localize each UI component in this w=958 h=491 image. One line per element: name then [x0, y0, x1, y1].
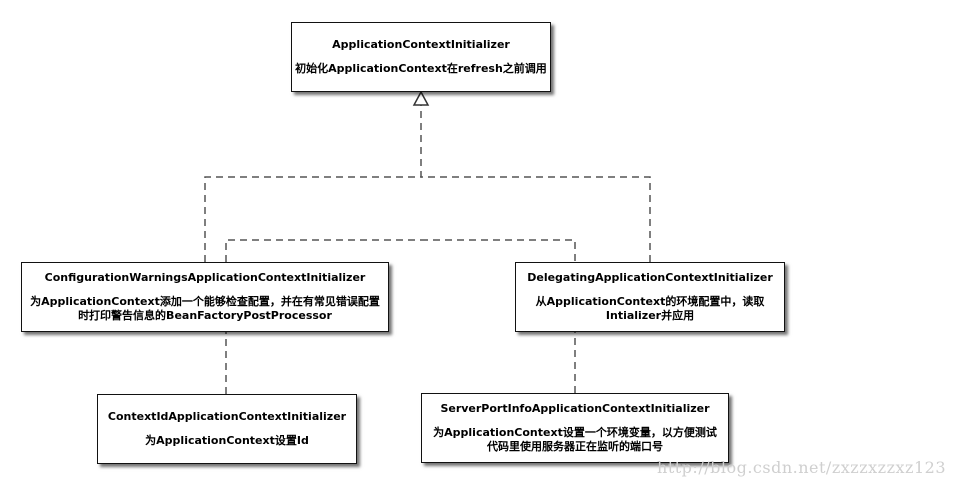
- edge-ctxid-to-root: [225, 239, 421, 394]
- node-description: 为ApplicationContext添加一个能够检查配置，并在有常见错误配置时…: [30, 295, 380, 322]
- node-title: ConfigurationWarningsApplicationContextI…: [44, 271, 366, 284]
- node-description: 为ApplicationContext设置一个环境变量，以方便测试代码里使用服务…: [433, 426, 717, 453]
- node-context-id-initializer: ContextIdApplicationContextInitializer 为…: [97, 394, 357, 464]
- node-description: 初始化ApplicationContext在refresh之前调用: [295, 62, 547, 75]
- node-configuration-warnings-initializer: ConfigurationWarningsApplicationContextI…: [21, 262, 389, 332]
- node-delegating-initializer: DelegatingApplicationContextInitializer …: [515, 262, 785, 332]
- edge-config-to-root: [204, 105, 422, 262]
- node-application-context-initializer: ApplicationContextInitializer 初始化Applica…: [291, 22, 551, 92]
- edge-server-to-root: [421, 239, 576, 393]
- realization-arrowhead: [412, 90, 430, 106]
- edge-deleg-to-root: [421, 176, 651, 262]
- node-server-port-info-initializer: ServerPortInfoApplicationContextInitiali…: [421, 393, 729, 463]
- node-description: 为ApplicationContext设置Id: [145, 434, 309, 447]
- node-description: 从ApplicationContext的环境配置中，读取Intializer并应…: [535, 295, 765, 322]
- watermark-text: http://blog.csdn.net/zxzzxzzxz123: [657, 458, 946, 477]
- node-title: ServerPortInfoApplicationContextInitiali…: [440, 402, 710, 415]
- node-title: ContextIdApplicationContextInitializer: [107, 410, 347, 423]
- node-title: ApplicationContextInitializer: [332, 38, 510, 51]
- node-title: DelegatingApplicationContextInitializer: [527, 271, 773, 284]
